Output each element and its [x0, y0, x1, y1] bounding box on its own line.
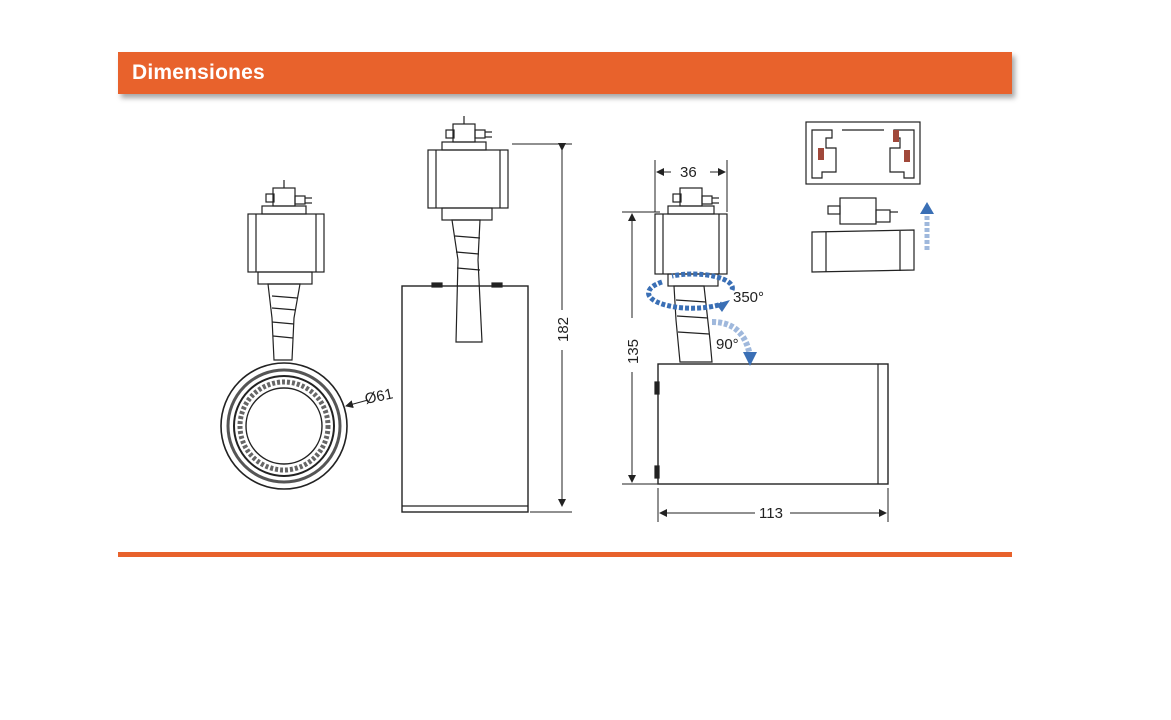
height-label: 182: [555, 317, 572, 342]
tilt-arrowhead-icon: [743, 352, 757, 366]
section-title: Dimensiones: [132, 61, 265, 84]
body-height-label: 135: [625, 339, 642, 364]
length-label: 113: [759, 505, 783, 522]
diameter-leader: [345, 399, 369, 409]
track-profile: [805, 121, 921, 185]
insert-arrow-icon: [920, 202, 934, 250]
rotation-vertical-label: 90°: [716, 336, 739, 353]
profile-view: [654, 187, 889, 485]
rotation-horizontal-label: 350°: [733, 289, 764, 306]
height-dimension: [512, 143, 572, 513]
rotation-horizontal-arrow: [646, 271, 735, 311]
width-label: 36: [680, 164, 697, 181]
footer-divider: [118, 552, 1012, 557]
diameter-label: Ø61: [363, 385, 394, 408]
front-view: [220, 180, 348, 490]
section-header: Dimensiones: [118, 52, 1012, 94]
adapter-detail: [811, 197, 915, 273]
width-dimension: [654, 160, 728, 212]
side-view: [401, 116, 529, 513]
rotation-vertical-arrow: [711, 319, 753, 357]
body-height-dimension: [622, 211, 660, 485]
rotation-arrowhead-icon: [716, 300, 730, 312]
length-dimension: [657, 488, 889, 522]
